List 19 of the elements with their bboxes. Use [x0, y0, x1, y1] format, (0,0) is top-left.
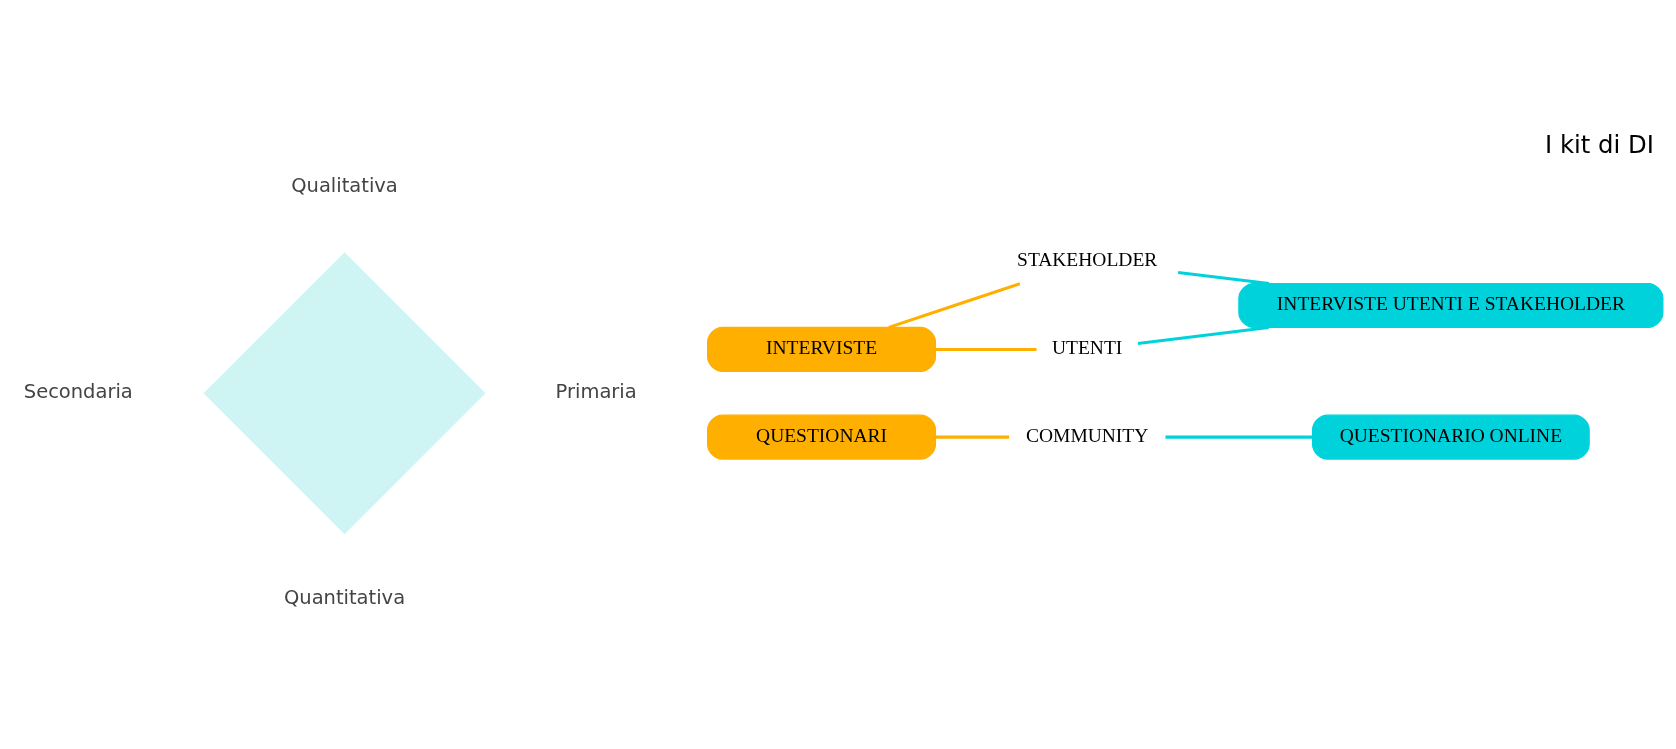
label: Quantitativa: [283, 585, 406, 609]
connector: [1177, 270, 1270, 285]
node-box: QUESTIONARI: [707, 414, 937, 460]
node-text: COMMUNITY: [1026, 424, 1149, 446]
node-text: STAKEHOLDER: [1017, 248, 1158, 270]
connector: [1165, 435, 1313, 439]
label: Secondaria: [23, 379, 133, 403]
node-box: INTERVISTE UTENTI E STAKEHOLDER: [1238, 282, 1664, 328]
connector: [935, 435, 1010, 439]
connector: [935, 347, 1037, 351]
node-text: UTENTI: [1052, 336, 1123, 358]
node-diamond: [203, 251, 486, 534]
label: Primaria: [555, 379, 637, 403]
diagram-title: I kit di DI: [1545, 129, 1655, 159]
connector: [1137, 325, 1269, 345]
node-box: INTERVISTE: [707, 326, 937, 372]
connector: [888, 281, 1021, 329]
label: Qualitativa: [291, 173, 398, 197]
node-box: QUESTIONARIO ONLINE: [1311, 414, 1590, 460]
